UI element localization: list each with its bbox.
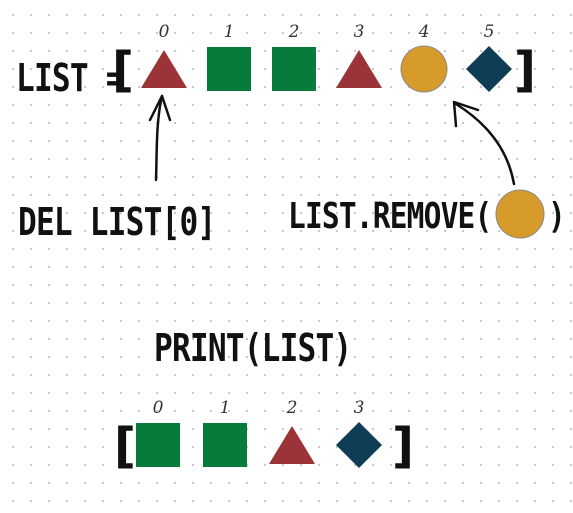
result-item-1-square <box>203 423 247 467</box>
original-open-bracket: [ <box>112 42 134 98</box>
original-item-0-triangle <box>141 50 187 88</box>
result-index-0: 0 <box>152 398 164 418</box>
result-item-2-triangle <box>269 426 315 464</box>
delete-arrow <box>154 94 164 182</box>
original-index-0: 0 <box>158 22 170 42</box>
delete-arrow-head <box>148 94 172 122</box>
remove-argument-circle <box>495 189 545 239</box>
remove-statement-prefix: LIST.REMOVE( <box>288 196 492 237</box>
original-item-5-diamond <box>466 46 512 92</box>
original-close-bracket: ] <box>514 42 536 98</box>
result-close-bracket: ] <box>392 418 414 474</box>
original-index-3: 3 <box>353 22 365 42</box>
original-index-4: 4 <box>418 22 430 42</box>
result-item-0-square <box>136 423 180 467</box>
delete-statement: DEL LIST[0] <box>18 200 216 244</box>
original-index-2: 2 <box>288 22 300 42</box>
remove-statement-suffix: ) <box>548 196 566 237</box>
remove-arrow <box>454 102 516 186</box>
print-statement: PRINT(LIST) <box>154 326 352 370</box>
original-item-1-square <box>207 47 251 91</box>
original-index-5: 5 <box>483 22 495 42</box>
result-index-3: 3 <box>353 398 365 418</box>
original-index-1: 1 <box>223 22 235 42</box>
result-open-bracket: [ <box>114 418 136 474</box>
list-assignment-label: LIST = <box>16 56 124 100</box>
result-item-3-diamond <box>336 422 382 468</box>
original-item-3-triangle <box>336 50 382 88</box>
original-item-2-square <box>272 47 316 91</box>
result-index-1: 1 <box>219 398 231 418</box>
remove-arrow-head <box>452 100 480 128</box>
original-item-4-circle <box>400 45 448 93</box>
result-index-2: 2 <box>286 398 298 418</box>
